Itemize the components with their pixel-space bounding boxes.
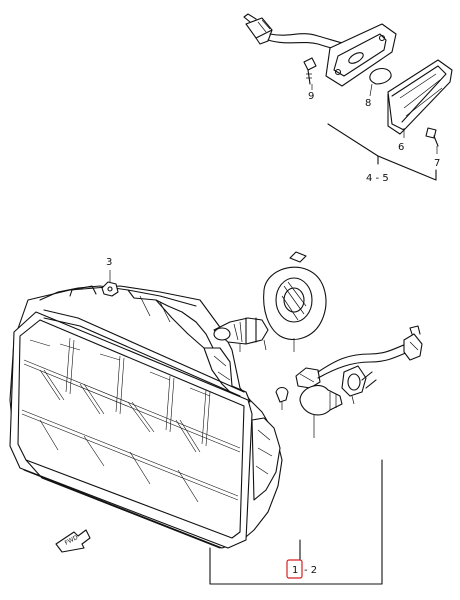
headlamp-assembly — [9, 270, 283, 549]
signal-bulb — [369, 67, 392, 85]
callout-4-5: 4 - 5 — [366, 173, 389, 184]
bulb-dust-cover — [263, 251, 327, 352]
assembly-bracket-1-2 — [209, 459, 383, 585]
callout-8: 8 — [365, 98, 371, 109]
forward-arrow-icon: FWD — [55, 529, 91, 553]
headlamp-bulb — [213, 317, 269, 352]
callout-6: 6 — [398, 142, 404, 153]
callout-9: 9 — [308, 91, 314, 102]
signal-connector — [243, 13, 273, 45]
screw-part-9 — [303, 57, 317, 85]
screw-part-7 — [425, 127, 439, 147]
nut-part-3 — [101, 281, 119, 297]
callout-1-highlight — [286, 559, 303, 579]
callout-2: - 2 — [304, 565, 317, 576]
callout-1: 1 — [292, 565, 298, 576]
position-bulb-small — [275, 386, 289, 410]
signal-housing — [325, 23, 397, 87]
position-bulb-large — [299, 385, 343, 438]
side-turn-signal-assembly — [243, 13, 453, 181]
callout-7: 7 — [434, 158, 440, 169]
callout-3: 3 — [106, 257, 112, 268]
headlamp-wiring-harness — [295, 325, 423, 405]
signal-lens — [387, 59, 453, 135]
